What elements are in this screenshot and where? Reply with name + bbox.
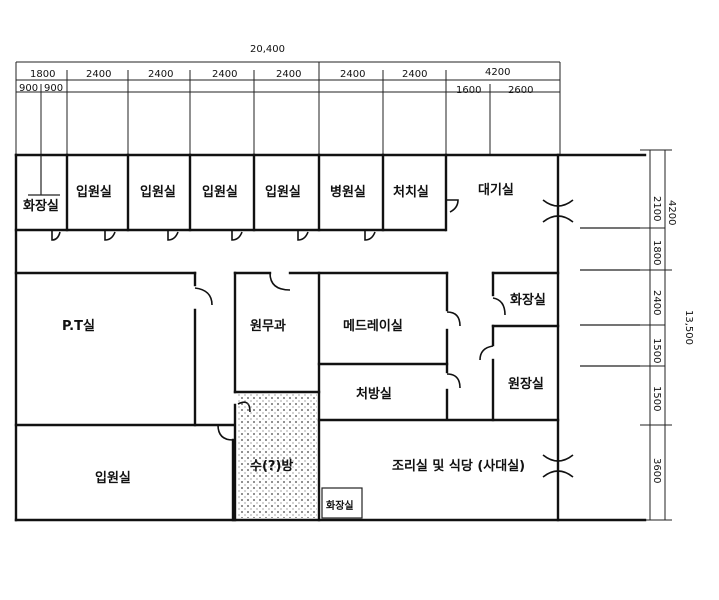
room-label-dentist: 조리실 및 식당 (사대실) <box>392 458 525 474</box>
room-label-pt: P.T실 <box>62 318 95 334</box>
double-door-lower <box>542 454 574 478</box>
overall-width-label: 20,400 <box>250 44 285 55</box>
door-swing <box>104 230 116 241</box>
top-seg-3: 2400 <box>148 69 173 80</box>
top-seg-8: 4200 <box>485 67 510 78</box>
overall-height-label: 13,500 <box>683 310 694 345</box>
room-label-restroom-right: 화장실 <box>510 292 546 308</box>
room-label-ward-4: 입원실 <box>265 184 301 200</box>
door-swing <box>446 311 461 327</box>
door-swing <box>364 230 376 241</box>
right-group-label: 4200 <box>666 200 677 225</box>
top-seg-2: 2400 <box>86 69 111 80</box>
right-seg-3: 2400 <box>651 290 662 315</box>
door-swing <box>269 272 291 291</box>
top-seg-7: 2400 <box>402 69 427 80</box>
top-seg-5: 2400 <box>276 69 301 80</box>
room-label-hall: 입원실 <box>95 470 131 486</box>
door-swing <box>217 424 234 441</box>
exterior-walls <box>14 153 647 522</box>
room-label-small: 처방실 <box>356 386 392 402</box>
door-swing <box>194 287 213 306</box>
room-label-ward-2: 입원실 <box>140 184 176 200</box>
left-block-rooms: P.T실 입원실 <box>14 271 235 522</box>
door-swing <box>51 230 61 241</box>
door-swing <box>297 230 309 241</box>
door-swing <box>492 297 506 316</box>
room-label-treatment: 처치실 <box>393 184 429 200</box>
room-label-clinic: 원무과 <box>250 319 286 334</box>
top-subseg-left-1: 900 <box>19 83 38 94</box>
double-door-upper <box>542 199 574 223</box>
room-label-waiting: 대기실 <box>478 182 514 198</box>
room-label-main: 메드레이실 <box>343 318 403 334</box>
room-label-ward-1: 입원실 <box>76 184 112 200</box>
door-swing <box>479 345 494 361</box>
right-seg-6: 3600 <box>651 458 662 483</box>
room-label-ward-5: 병원실 <box>330 184 366 200</box>
top-dimension-chain: 20,400 1800 2400 2400 2400 2400 2400 240… <box>15 44 561 155</box>
room-label-small-toilet: 화장실 <box>326 499 354 512</box>
door-swing <box>446 373 461 389</box>
top-subseg-left-2: 900 <box>44 83 63 94</box>
center-block-rooms: 원무과 메드레이실 처방실 수(?)방 <box>233 271 560 522</box>
right-seg-4: 1500 <box>651 338 662 363</box>
top-subseg-right-1: 1600 <box>456 85 481 96</box>
nurse-hatch <box>237 394 317 518</box>
top-seg-1: 1800 <box>30 69 55 80</box>
right-seg-2: 1800 <box>651 240 662 265</box>
top-subseg-right-2: 2600 <box>508 85 533 96</box>
room-label-office-right: 원장실 <box>508 376 544 392</box>
room-label-nurse: 수(?)방 <box>250 458 293 474</box>
door-swing <box>167 230 179 241</box>
right-dimension-chain: 2100 1800 2400 1500 1500 3600 4200 13,50… <box>640 149 694 521</box>
door-swing <box>446 199 459 213</box>
right-seg-5: 1500 <box>651 386 662 411</box>
dentist-room: 조리실 및 식당 (사대실) 화장실 <box>321 458 525 519</box>
top-seg-6: 2400 <box>340 69 365 80</box>
room-label-toilet: 화장실 <box>23 198 59 214</box>
small-toilet-box <box>321 487 363 519</box>
right-block-rooms: 화장실 원장실 <box>479 199 640 478</box>
door-swing <box>231 230 243 241</box>
room-label-ward-3: 입원실 <box>202 184 238 200</box>
top-seg-4: 2400 <box>212 69 237 80</box>
top-row-rooms: 화장실 입원실 입원실 입원실 입원실 병원실 처치실 대기실 <box>14 153 514 241</box>
right-seg-1: 2100 <box>651 196 662 221</box>
